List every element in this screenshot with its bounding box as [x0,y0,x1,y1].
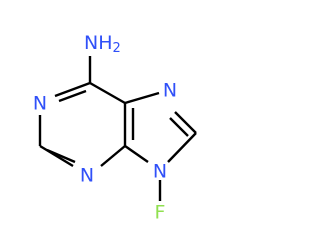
bond-n7-c8-inner [169,117,189,137]
bond-layer [38,56,197,201]
bond-c6-n1 [54,81,91,98]
atom-nh2-main: NH [84,32,113,54]
bond-c6-n1-inner [58,89,87,103]
bond-c5-c6 [89,81,126,105]
atom-n1: N [33,93,47,115]
bond-n7-c8 [174,111,197,134]
bond-c5-n7 [124,91,160,105]
atom-nh2-subscript: 2 [113,41,121,56]
atom-n3: N [80,165,94,187]
atom-label-layer: NH2 N N N N F [33,32,177,224]
atom-n7: N [163,80,177,102]
bond-c2-n3 [39,144,74,168]
bond-c2-n3-inner [46,148,76,164]
adenine-fluoro-structure: NH2 N N N N F [33,32,197,224]
atom-nh2: NH2 [84,32,121,56]
atom-f: F [155,202,166,224]
atom-n9: N [153,161,167,183]
bond-n9-c4 [124,145,149,163]
bond-c8-n9 [167,132,197,163]
bond-n3-c4 [100,145,126,167]
